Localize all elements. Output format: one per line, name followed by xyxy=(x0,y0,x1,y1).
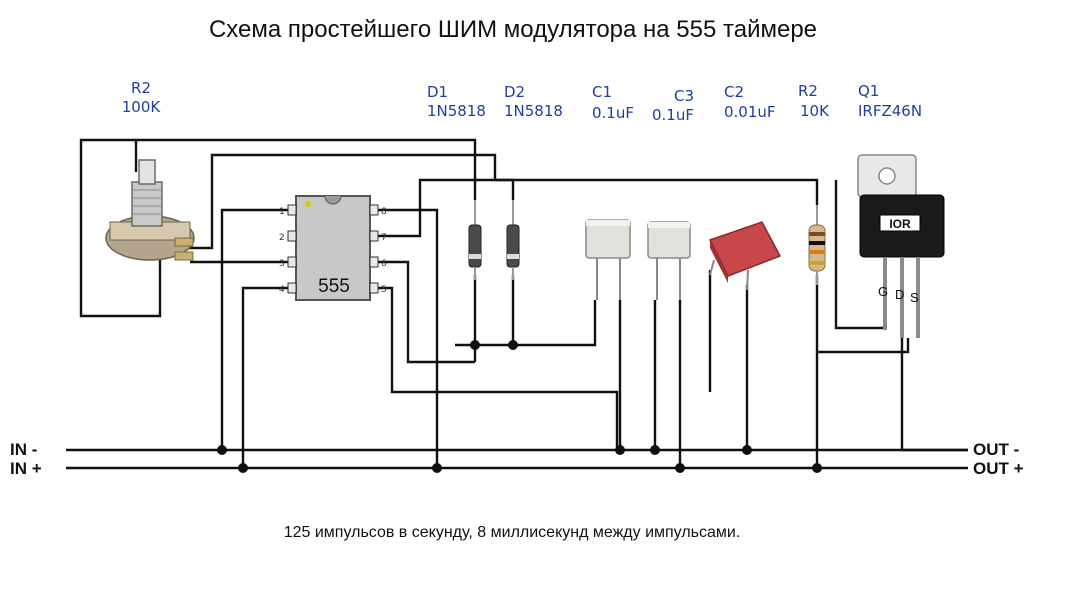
wires xyxy=(66,138,968,470)
in-minus-label: IN - xyxy=(10,440,37,459)
wire-drain-out xyxy=(900,338,968,452)
wire-d2-top xyxy=(495,178,515,200)
wire-pot-top xyxy=(134,138,477,200)
label-value: 0.1uF xyxy=(652,106,694,124)
resistor-r10k xyxy=(808,205,826,285)
wire-pin4-vcc xyxy=(241,286,290,468)
pin-label: 8 xyxy=(381,207,387,217)
pin-s-label: S xyxy=(910,290,919,305)
label-ref: D1 xyxy=(427,83,448,101)
label-ref: C2 xyxy=(724,83,744,101)
label-value: 10K xyxy=(800,102,830,120)
pin-label: 5 xyxy=(381,285,387,295)
wire-pot-left-loop xyxy=(79,138,162,318)
pin-label: 3 xyxy=(279,259,285,269)
wire-pin1-gnd xyxy=(220,208,290,450)
label-ref: Q1 xyxy=(858,82,879,100)
wire-pot-wiper xyxy=(188,153,497,250)
label-c1: C1 0.1uF xyxy=(592,83,634,122)
pin-d-label: D xyxy=(895,287,904,302)
junctions xyxy=(217,340,822,473)
wire-pin7-top xyxy=(376,178,819,238)
label-ref: R2 xyxy=(131,79,151,97)
junction-dot xyxy=(675,463,685,473)
label-r2-pot: R2 100K xyxy=(122,79,162,116)
pin-label: 7 xyxy=(381,233,387,243)
label-value: 1N5818 xyxy=(427,102,486,120)
label-ref: R2 xyxy=(798,82,818,100)
pin-label: 2 xyxy=(279,233,285,243)
potentiometer-r2 xyxy=(105,159,195,261)
mosfet-q1: IOR G D S xyxy=(857,154,945,338)
capacitor-c3 xyxy=(647,221,691,300)
junction-dot xyxy=(432,463,442,473)
wire-source xyxy=(817,338,910,354)
mosfet-logo: IOR xyxy=(889,217,911,231)
label-q1: Q1 IRFZ46N xyxy=(858,82,922,120)
junction-dot xyxy=(508,340,518,350)
in-plus-label: IN + xyxy=(10,459,42,478)
label-value: 0.1uF xyxy=(592,104,634,122)
caption: 125 импульсов в секунду, 8 миллисекунд м… xyxy=(284,524,741,541)
label-r2-fixed: R2 10K xyxy=(798,82,830,120)
label-d2: D2 1N5818 xyxy=(504,83,563,120)
diagram-title: Схема простейшего ШИМ модулятора на 555 … xyxy=(209,16,817,43)
junction-dot xyxy=(238,463,248,473)
junction-dot xyxy=(650,445,660,455)
diode-d1 xyxy=(468,200,482,280)
label-d1: D1 1N5818 xyxy=(427,83,486,120)
label-value: IRFZ46N xyxy=(858,102,922,120)
label-c3: C3 0.1uF xyxy=(652,87,694,124)
ic-label: 555 xyxy=(318,276,350,297)
junction-dot xyxy=(217,445,227,455)
pin-g-label: G xyxy=(878,284,888,299)
ic-555: 555 1 2 3 4 8 7 6 5 xyxy=(279,195,387,301)
out-minus-label: OUT - xyxy=(973,440,1019,459)
pin-label: 1 xyxy=(279,207,285,217)
wire-pin5 xyxy=(376,286,619,450)
out-plus-label: OUT + xyxy=(973,459,1024,478)
capacitor-c1 xyxy=(585,219,631,300)
capacitor-c2 xyxy=(708,221,782,291)
label-c2: C2 0.01uF xyxy=(724,83,776,121)
label-value: 0.01uF xyxy=(724,103,776,121)
label-value: 1N5818 xyxy=(504,102,563,120)
junction-dot xyxy=(615,445,625,455)
wire-pin6 xyxy=(376,260,475,364)
wire-pin8-vcc xyxy=(376,208,439,468)
label-ref: D2 xyxy=(504,83,525,101)
label-value: 100K xyxy=(122,98,162,116)
pin-label: 4 xyxy=(279,285,285,295)
junction-dot xyxy=(812,463,822,473)
wire-c1-left xyxy=(455,300,597,347)
pin-label: 6 xyxy=(381,259,387,269)
junction-dot xyxy=(742,445,752,455)
diode-d2 xyxy=(506,200,520,280)
junction-dot xyxy=(470,340,480,350)
wire-gate xyxy=(834,180,885,330)
label-ref: C3 xyxy=(674,87,694,105)
label-ref: C1 xyxy=(592,83,612,101)
